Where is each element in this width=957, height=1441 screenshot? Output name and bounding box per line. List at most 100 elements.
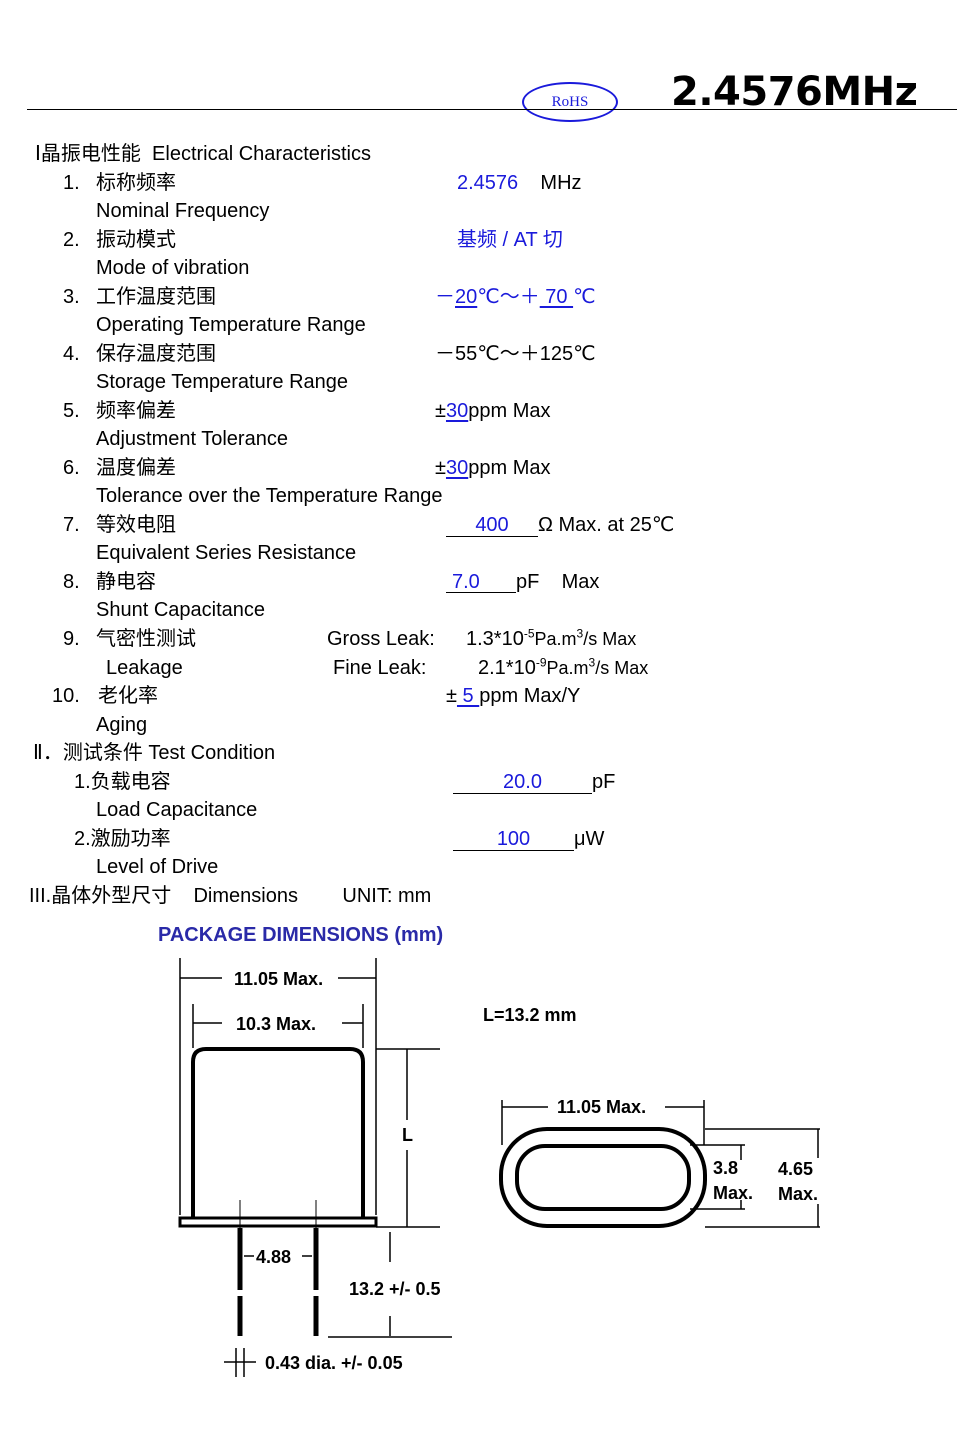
item-2-num: 2.: [63, 229, 80, 251]
label-lead-length: 13.2 +/- 0.5: [349, 1279, 441, 1299]
adjustment-tolerance-value: ±30ppm Max: [435, 399, 550, 423]
rohs-logo: RoHS: [522, 82, 618, 122]
item-3-en: Operating Temperature Range: [96, 314, 366, 336]
top-view-inner: [515, 1144, 691, 1211]
item-6-en: Tolerance over the Temperature Range: [96, 485, 443, 507]
temp-tolerance-unit: ppm Max: [468, 457, 551, 479]
item-9-en: Leakage: [106, 657, 183, 679]
gross-leak-unit: Pa.m: [534, 629, 577, 649]
section3-heading-cn: III.晶体外型尺寸: [29, 885, 172, 907]
fine-leak-exp: -9: [535, 655, 547, 670]
op-temp-minus: －: [435, 286, 455, 308]
fine-leak-tail: /s Max: [595, 658, 649, 678]
op-temp-high: 70: [539, 286, 574, 308]
section1-heading-cn: Ⅰ晶振电性能: [35, 143, 141, 165]
item-8-en: Shunt Capacitance: [96, 599, 266, 621]
op-temp-mid: ℃～＋: [477, 286, 540, 308]
item-1-value: 2.4576 MHz: [457, 171, 582, 195]
aging-unit: ppm Max/Y: [479, 685, 581, 707]
item-10-cn: 老化率: [98, 685, 158, 707]
label-lead-dia: 0.43 dia. +/- 0.05: [265, 1353, 403, 1373]
section1-heading-en: Electrical Characteristics: [152, 143, 371, 165]
item-8-cn: 静电容: [96, 571, 156, 593]
label-top-d1: 3.8: [713, 1158, 738, 1178]
gross-leak-exp2: 3: [576, 626, 584, 641]
drive-level-en: Level of Drive: [96, 856, 219, 878]
load-cap-unit: pF: [592, 771, 616, 793]
item-10-num: 10.: [52, 685, 80, 707]
label-outer-width: 11.05 Max.: [234, 969, 323, 989]
pm-sign: ±: [435, 457, 446, 479]
fine-leak-exp2: 3: [588, 655, 596, 670]
drive-level-number: 100: [453, 828, 574, 851]
fine-leak-value: 2.1*10-9Pa.m3/s Max: [478, 656, 648, 680]
can-base: [178, 1216, 378, 1228]
shunt-cap-unit: pF Max: [516, 571, 600, 593]
section3-heading-en: Dimensions: [193, 885, 298, 907]
item-3-cn: 工作温度范围: [96, 286, 216, 308]
can-body: [191, 1047, 365, 1218]
item-4-en: Storage Temperature Range: [96, 371, 349, 393]
gross-leak-tail: /s Max: [583, 629, 637, 649]
vibration-mode-value: 基频 / AT 切: [457, 229, 563, 251]
temp-tolerance-value: ±30ppm Max: [435, 456, 550, 480]
item-2-en: Mode of vibration: [96, 257, 250, 279]
page-title: 2.4576MHz: [671, 69, 918, 115]
adjustment-tolerance-unit: ppm Max: [468, 400, 551, 422]
label-top-d2: 4.65: [778, 1159, 813, 1179]
label-top-d2-max: Max.: [778, 1184, 818, 1204]
drive-level-unit: μW: [574, 828, 605, 850]
item-1-cn: 标称频率: [96, 172, 176, 194]
pm-sign: ±: [435, 400, 446, 422]
load-cap-en: Load Capacitance: [96, 799, 258, 821]
item-8-num: 8.: [63, 571, 80, 593]
fine-leak-label: Fine Leak:: [333, 657, 427, 679]
item-6-cn: 温度偏差: [96, 457, 176, 479]
op-temp-unit: ℃: [573, 286, 596, 308]
aging-number: 5: [456, 685, 480, 707]
section2-heading: Ⅱ．测试条件 Test Condition: [33, 742, 276, 764]
pm-sign: ±: [446, 685, 457, 707]
item-4-cn: 保存温度范围: [96, 343, 216, 365]
gross-leak-value: 1.3*10-5Pa.m3/s Max: [466, 627, 636, 651]
section3-heading: III.晶体外型尺寸 Dimensions UNIT: mm: [29, 884, 431, 908]
esr-number: 400: [446, 514, 538, 537]
op-temp-low: 20: [455, 286, 478, 308]
item-7-en: Equivalent Series Resistance: [96, 542, 357, 564]
label-top-width: 11.05 Max.: [557, 1097, 646, 1117]
adjustment-tolerance-number: 30: [445, 400, 469, 422]
label-L-value: L=13.2 mm: [483, 1005, 577, 1025]
package-dimensions-title: PACKAGE DIMENSIONS (mm): [158, 924, 444, 946]
fine-leak-unit: Pa.m: [546, 658, 589, 678]
item-9-num: 9.: [63, 628, 80, 650]
item-3-num: 3.: [63, 286, 80, 308]
gross-leak-base: 1.3*10: [466, 628, 524, 650]
package-drawing: 11.05 Max. 10.3 Max. L L=13.2 mm 4.88 13…: [178, 958, 820, 1377]
label-top-d1-max: Max.: [713, 1183, 753, 1203]
item-5-num: 5.: [63, 400, 80, 422]
load-cap-cn: 1.负载电容: [74, 771, 171, 793]
temp-tolerance-number: 30: [445, 457, 469, 479]
drive-level-cn: 2.激励功率: [74, 828, 171, 850]
label-height: L: [402, 1125, 413, 1145]
item-5-en: Adjustment Tolerance: [96, 428, 288, 450]
item-7-num: 7.: [63, 514, 80, 536]
item-5-cn: 频率偏差: [96, 400, 176, 422]
item-1-en: Nominal Frequency: [96, 200, 270, 222]
item-2-cn: 振动模式: [96, 229, 176, 251]
label-inner-width: 10.3 Max.: [236, 1014, 316, 1034]
fine-leak-base: 2.1*10: [478, 657, 536, 679]
gross-leak-exp: -5: [523, 626, 535, 641]
section1-heading: Ⅰ晶振电性能 Electrical Characteristics: [35, 142, 371, 166]
item-10-en: Aging: [96, 714, 148, 736]
esr-unit: Ω Max. at 25℃: [538, 514, 675, 536]
load-cap-number: 20.0: [453, 771, 592, 794]
gross-leak-label: Gross Leak:: [327, 628, 435, 650]
nominal-frequency-unit: MHz: [540, 172, 582, 194]
item-1-num: 1.: [63, 172, 80, 194]
aging-value: ± 5 ppm Max/Y: [446, 684, 580, 708]
